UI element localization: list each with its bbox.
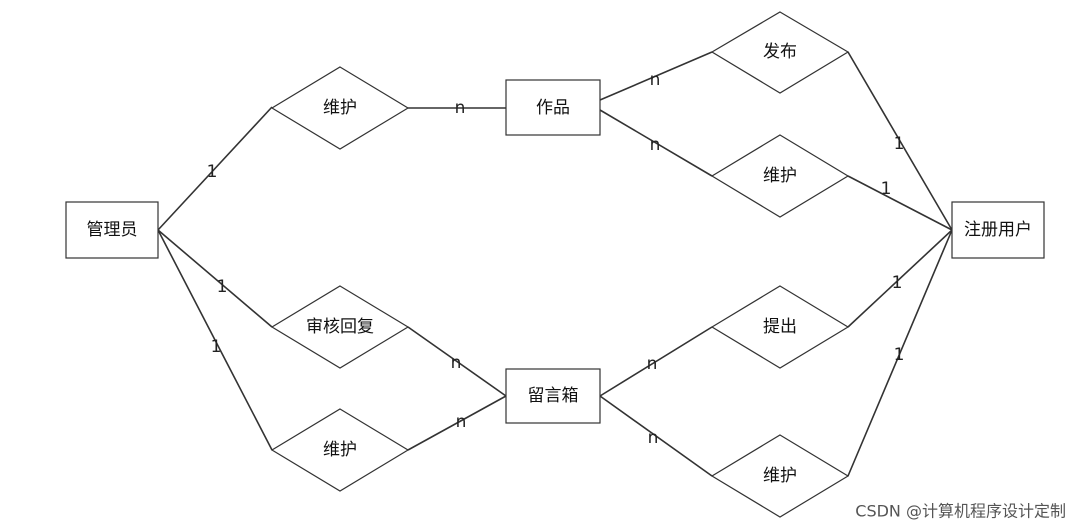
- edge-publish-user: [847, 51, 953, 231]
- relation-user-maintain-mailbox: 维护: [710, 434, 850, 518]
- edge-works-publish: [599, 51, 713, 101]
- edge-mailbox-user-maintain: [599, 395, 713, 477]
- edges: [157, 51, 953, 477]
- watermark: CSDN @计算机程序设计定制: [855, 502, 1066, 521]
- edge-user-maintain-user: [847, 175, 953, 231]
- edge-admin-review: [157, 229, 273, 328]
- relation-review-reply: 审核回复: [270, 285, 410, 369]
- relation-user-maintain-works-label: 维护: [763, 166, 797, 186]
- cardinality-label: n: [451, 353, 462, 373]
- cardinality-label: 1: [207, 162, 218, 182]
- relation-publish: 发布: [710, 11, 850, 94]
- entity-works-label: 作品: [536, 98, 570, 118]
- cardinality-label: 1: [881, 179, 892, 199]
- entity-mailbox-label: 留言箱: [528, 386, 579, 406]
- cardinality-label: 1: [894, 345, 905, 365]
- entity-user-label: 注册用户: [964, 220, 1032, 240]
- relation-admin-maintain-works: 维护: [270, 66, 410, 150]
- cardinality-label: n: [650, 70, 661, 90]
- edge-user-maintain2-user: [847, 229, 953, 477]
- entity-admin: 管理员: [65, 201, 159, 259]
- cardinality-label: n: [650, 135, 661, 155]
- relation-admin-maintain-mailbox-label: 维护: [323, 440, 357, 460]
- entity-mailbox: 留言箱: [505, 368, 601, 424]
- edge-works-user-maintain: [599, 109, 713, 177]
- edge-mailbox-submit: [599, 326, 713, 397]
- relation-admin-maintain-mailbox: 维护: [270, 408, 410, 492]
- relation-review-reply-label: 审核回复: [306, 317, 374, 337]
- edge-maintain-mailbox: [407, 395, 507, 451]
- entity-works: 作品: [505, 79, 601, 136]
- entity-user: 注册用户: [951, 201, 1045, 259]
- cardinality-label: 1: [892, 273, 903, 293]
- cardinality-label: 1: [894, 134, 905, 154]
- edge-admin-maintain-mailbox: [157, 229, 273, 451]
- cardinality-label: 1: [217, 277, 228, 297]
- cardinality-label: n: [648, 428, 659, 448]
- cardinality-label: n: [647, 354, 658, 374]
- relation-user-maintain-mailbox-label: 维护: [763, 466, 797, 486]
- cardinality-label: n: [456, 412, 467, 432]
- relation-submit: 提出: [710, 285, 850, 369]
- cardinality-label: 1: [211, 337, 222, 357]
- edge-admin-maintain-works: [157, 106, 273, 231]
- relation-admin-maintain-works-label: 维护: [323, 98, 357, 118]
- edge-review-mailbox: [407, 326, 507, 397]
- relation-user-maintain-works: 维护: [710, 134, 850, 218]
- cardinality-label: n: [455, 98, 466, 118]
- relation-submit-label: 提出: [763, 317, 797, 337]
- relation-publish-label: 发布: [763, 42, 797, 62]
- cardinalities: 1 n n 1 n 1 1 n 1 n n 1 n 1: [207, 70, 905, 448]
- entity-admin-label: 管理员: [87, 220, 138, 240]
- edge-submit-user: [847, 229, 953, 328]
